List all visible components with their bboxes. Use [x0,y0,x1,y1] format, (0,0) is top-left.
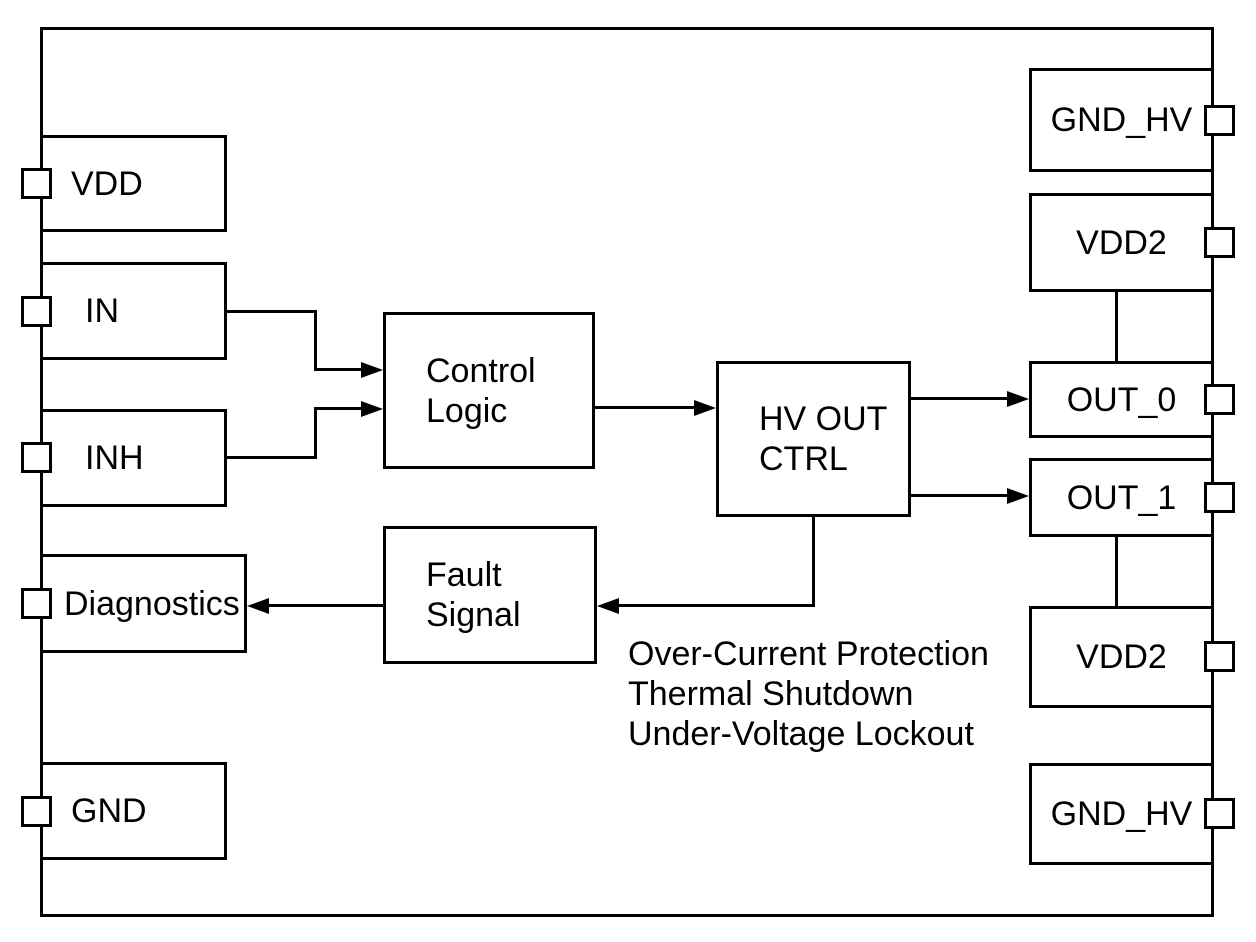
arrowhead-control-logic-to-hv-out [694,400,716,416]
block-fault-signal-line2: Signal [426,596,521,634]
connector-hv-out-to-out1 [911,494,1009,497]
pin-block-out-0: OUT_0 [1029,361,1214,438]
pin-pad-out-0 [1204,384,1235,415]
connector-control-logic-to-hv-out [595,406,696,409]
connector-inh-to-control-logic-seg3 [314,407,362,410]
pin-label-vdd2-bottom: VDD2 [1076,638,1167,676]
pin-block-gnd-hv-top: GND_HV [1029,68,1214,172]
block-hv-out-ctrl: HV OUT CTRL [716,361,911,517]
pin-block-gnd: GND [40,762,227,860]
pin-pad-inh [21,442,52,473]
pin-block-out-1: OUT_1 [1029,458,1214,537]
connector-hv-out-to-out0 [911,397,1009,400]
pin-label-in: IN [85,292,119,330]
arrowhead-hv-out-to-out0 [1007,391,1029,407]
pin-pad-diagnostics [21,588,52,619]
block-hv-out-ctrl-line1: HV OUT [759,400,888,438]
arrowhead-in-to-control-logic [361,362,383,378]
pin-pad-vdd2-bottom [1204,641,1235,672]
protection-note-thermal: Thermal Shutdown [628,675,914,713]
pin-pad-in [21,296,52,327]
pin-pad-gnd-hv-top [1204,105,1235,136]
protection-note-overcurrent: Over-Current Protection [628,635,989,673]
pin-label-diagnostics: Diagnostics [64,584,240,623]
connector-in-to-control-logic-seg3 [314,368,362,371]
pin-pad-out-1 [1204,482,1235,513]
connector-inh-to-control-logic-seg1 [227,456,317,459]
protection-note-undervoltage: Under-Voltage Lockout [628,715,974,753]
block-hv-out-ctrl-line2: CTRL [759,440,848,478]
block-control-logic-line1: Control [426,351,536,390]
connector-hv-out-to-fault-seg2 [619,604,815,607]
connector-in-to-control-logic-seg2 [314,310,317,371]
pin-pad-gnd [21,796,52,827]
connector-in-to-control-logic-seg1 [227,310,317,313]
connector-hv-out-to-fault-seg1 [812,515,815,607]
pin-label-vdd2-top: VDD2 [1076,223,1167,262]
arrowhead-hv-out-to-fault [597,598,619,614]
block-fault-signal-line1: Fault [426,556,502,594]
pin-label-gnd: GND [71,792,147,830]
pin-pad-vdd2-top [1204,227,1235,258]
pin-pad-gnd-hv-bottom [1204,798,1235,829]
pin-block-vdd2-bottom: VDD2 [1029,606,1214,708]
protection-notes: Over-Current Protection Thermal Shutdown… [628,634,989,754]
pin-label-inh: INH [85,439,144,477]
pin-label-gnd-hv-top: GND_HV [1050,101,1193,139]
pin-block-vdd: VDD [40,135,227,232]
pin-label-gnd-hv-bottom: GND_HV [1050,795,1193,833]
pin-block-inh: INH [40,409,227,507]
block-control-logic-line2: Logic [426,391,508,430]
pin-block-gnd-hv-bottom: GND_HV [1029,763,1214,865]
connector-vdd2-top-to-out0 [1115,290,1118,363]
pin-block-in: IN [40,262,227,360]
pin-block-diagnostics: Diagnostics [40,554,247,653]
pin-label-vdd: VDD [71,164,143,203]
pin-block-vdd2-top: VDD2 [1029,193,1214,292]
connector-inh-to-control-logic-seg2 [314,407,317,459]
block-control-logic: Control Logic [383,312,595,469]
arrowhead-hv-out-to-out1 [1007,488,1029,504]
pin-pad-vdd [21,168,52,199]
pin-label-out-0: OUT_0 [1066,380,1177,419]
block-fault-signal: Fault Signal [383,526,597,664]
pin-label-out-1: OUT_1 [1066,478,1177,517]
arrowhead-fault-to-diagnostics [247,598,269,614]
connector-out1-to-vdd2-bottom [1115,535,1118,608]
connector-fault-to-diagnostics [269,604,383,607]
arrowhead-inh-to-control-logic [361,401,383,417]
